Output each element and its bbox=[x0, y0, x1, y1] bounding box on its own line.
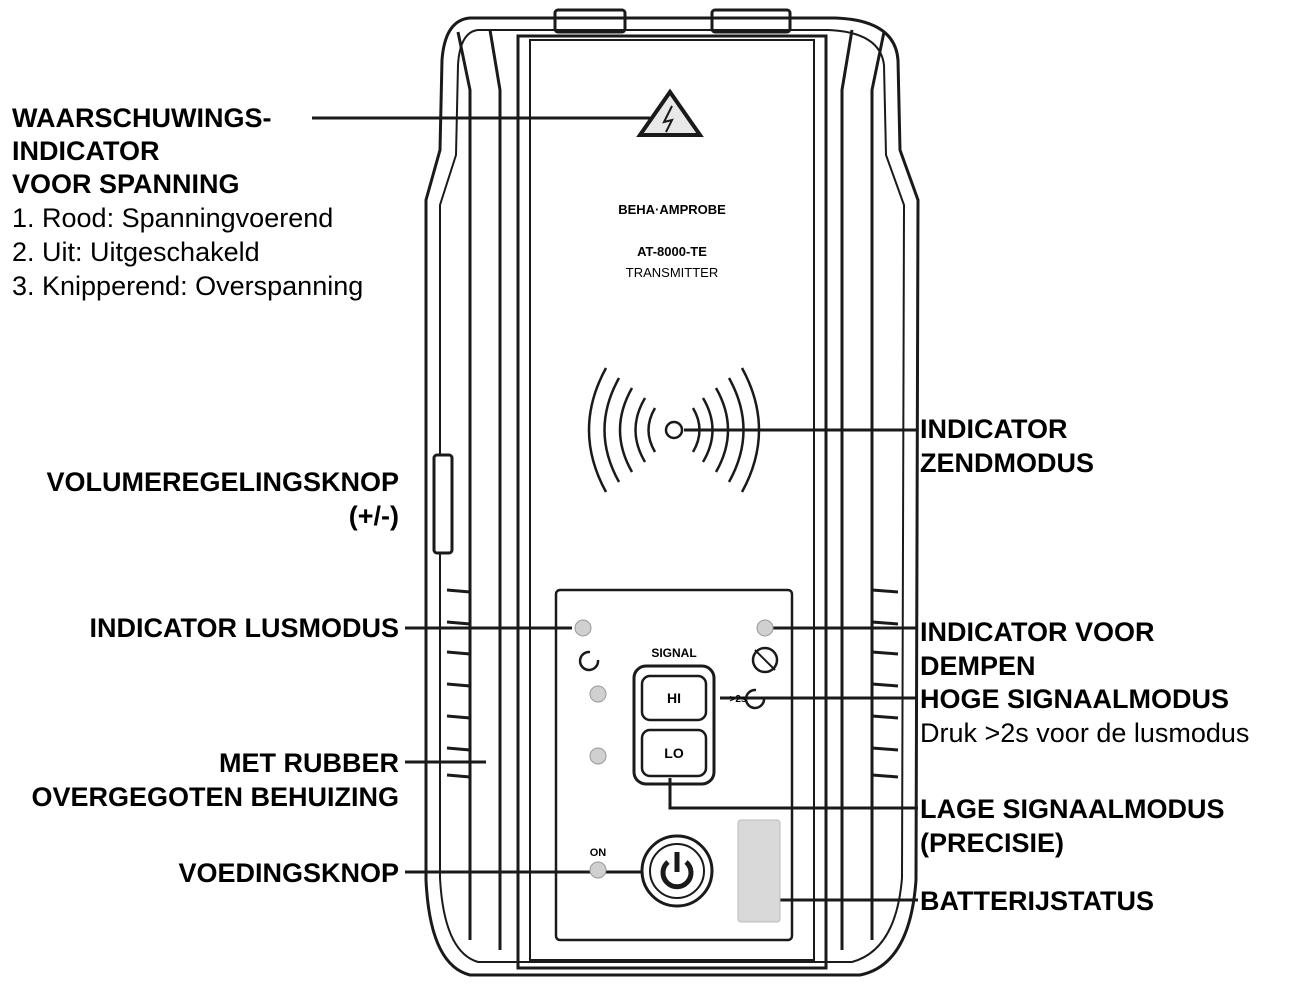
loop-icon bbox=[578, 650, 600, 672]
hold-text: >2s bbox=[730, 694, 747, 705]
transmit-waves-icon bbox=[587, 367, 761, 493]
power-icon bbox=[660, 860, 694, 890]
power-button-label: VOEDINGSKNOP bbox=[178, 858, 399, 888]
mute-icon bbox=[751, 646, 779, 674]
faceplate bbox=[516, 34, 828, 970]
brand-logo-text: BEHA·AMPROBE bbox=[618, 202, 726, 217]
hi-text: HI bbox=[667, 690, 681, 706]
hi-led bbox=[589, 685, 607, 703]
hi-button bbox=[640, 674, 708, 722]
volume-knob bbox=[432, 453, 454, 555]
model-text: AT-8000-TE bbox=[637, 244, 707, 259]
on-text: ON bbox=[590, 847, 607, 859]
volume-label-1: VOLUMEREGELINGSKNOP bbox=[46, 467, 399, 497]
warning-title-2: INDICATOR bbox=[12, 136, 160, 166]
top-button-left bbox=[553, 8, 627, 34]
leds bbox=[574, 619, 774, 879]
signal-text: SIGNAL bbox=[651, 646, 696, 660]
warning-title-1: WAARSCHUWINGS- bbox=[12, 103, 272, 133]
signal-button-frame bbox=[632, 664, 716, 786]
low-signal-label-2: (PRECISIE) bbox=[920, 828, 1065, 858]
warning-title-3: VOOR SPANNING bbox=[12, 169, 240, 199]
battery-window bbox=[737, 819, 781, 923]
mute-led bbox=[756, 619, 774, 637]
left-rail-inner bbox=[488, 29, 502, 950]
on-led bbox=[589, 861, 607, 879]
power-button-inner bbox=[649, 843, 705, 899]
lightning-icon bbox=[662, 105, 674, 133]
low-signal-label-1: LAGE SIGNAALMODUS bbox=[920, 794, 1225, 824]
warning-item-3: 3. Knipperend: Overspanning bbox=[12, 271, 364, 301]
rubber-housing bbox=[424, 16, 920, 977]
grip-ridges-right bbox=[871, 588, 899, 779]
mute-label-1: INDICATOR VOOR bbox=[920, 617, 1155, 647]
right-rail-inner bbox=[840, 29, 854, 950]
volume-label-2: (+/-) bbox=[348, 501, 399, 531]
mute-label-2: DEMPEN bbox=[920, 651, 1036, 681]
battery-label: BATTERIJSTATUS bbox=[920, 886, 1154, 916]
rubber-label-1: MET RUBBER bbox=[219, 748, 399, 778]
control-panel bbox=[554, 588, 794, 942]
mute-icon-slash bbox=[754, 649, 776, 671]
faceplate-inner bbox=[529, 39, 815, 961]
transmit-label-1: INDICATOR bbox=[920, 414, 1068, 444]
transmitter-text: TRANSMITTER bbox=[626, 265, 718, 280]
loop-mode-led bbox=[574, 619, 592, 637]
loop-icon-hold bbox=[744, 688, 766, 710]
rubber-label-2: OVERGEGOTEN BEHUIZING bbox=[31, 782, 399, 812]
left-rail bbox=[456, 31, 472, 940]
loop-indicator-label: INDICATOR LUSMODUS bbox=[89, 613, 400, 643]
top-button-right bbox=[710, 8, 792, 34]
warning-item-2: 2. Uit: Uitgeschakeld bbox=[12, 237, 260, 267]
lo-led bbox=[589, 747, 607, 765]
lo-text: LO bbox=[664, 745, 684, 761]
lo-button bbox=[640, 728, 708, 778]
grip-ridges-left bbox=[446, 588, 471, 779]
high-signal-label: HOGE SIGNAALMODUS bbox=[920, 684, 1230, 714]
voltage-warning-icon bbox=[636, 88, 704, 137]
warning-item-1: 1. Rood: Spanningvoerend bbox=[12, 203, 334, 233]
high-signal-note: Druk >2s voor de lusmodus bbox=[920, 718, 1250, 748]
right-rail bbox=[870, 31, 886, 940]
transmit-label-2: ZENDMODUS bbox=[920, 448, 1094, 478]
housing-inner-line bbox=[439, 29, 906, 963]
